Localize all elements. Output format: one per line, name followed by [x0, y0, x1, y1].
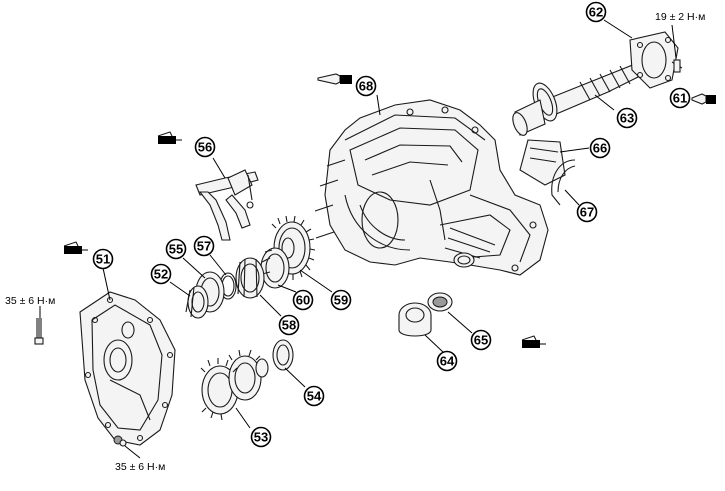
svg-text:57: 57 — [197, 239, 211, 254]
svg-text:53: 53 — [254, 430, 268, 445]
callout-58: 58 — [278, 314, 300, 336]
thrust-washer — [272, 339, 294, 371]
svg-text:68: 68 — [359, 79, 373, 94]
callout-66: 66 — [589, 137, 611, 159]
callout-61: 61 — [669, 87, 691, 109]
callout-68: 68 — [355, 75, 377, 97]
callout-53: 53 — [250, 426, 272, 448]
svg-text:67: 67 — [580, 205, 594, 220]
svg-text:52: 52 — [154, 267, 168, 282]
svg-text:60: 60 — [296, 293, 310, 308]
grease-gun-icon — [63, 241, 88, 254]
svg-text:51: 51 — [96, 252, 110, 267]
grease-gun-icon — [521, 335, 546, 348]
grease-gun-icon — [157, 131, 182, 144]
svg-text:58: 58 — [282, 318, 296, 333]
mounting-bolt-left — [34, 318, 44, 345]
callout-55: 55 — [165, 238, 187, 260]
front-housing-cover — [79, 291, 176, 446]
torque-label-bottom: 35 ± 6 Н·м — [115, 461, 165, 473]
svg-text:66: 66 — [593, 141, 607, 156]
torque-label-left: 35 ± 6 Н·м — [5, 295, 55, 307]
svg-text:61: 61 — [673, 91, 687, 106]
oil-seal — [427, 292, 453, 312]
mounting-bolt-bottom — [113, 435, 127, 447]
callout-59: 59 — [330, 289, 352, 311]
svg-text:54: 54 — [307, 389, 322, 404]
callout-54: 54 — [303, 385, 325, 407]
callout-60: 60 — [292, 289, 314, 311]
svg-text:65: 65 — [474, 333, 488, 348]
svg-text:55: 55 — [169, 242, 183, 257]
callout-67: 67 — [576, 201, 598, 223]
callout-57: 57 — [193, 235, 215, 257]
svg-text:63: 63 — [620, 111, 634, 126]
cover-plate — [519, 139, 566, 186]
retaining-clip — [551, 159, 576, 206]
callout-62: 62 — [585, 1, 607, 23]
torque-label-top-right: 19 ± 2 Н·м — [655, 11, 705, 23]
svg-text:62: 62 — [589, 5, 603, 20]
sealant-tube-icon — [317, 73, 352, 85]
needle-bearing — [185, 285, 209, 319]
transfer-case-housing — [314, 99, 549, 276]
callout-65: 65 — [470, 329, 492, 351]
shift-fork — [195, 169, 259, 241]
callout-51: 51 — [92, 248, 114, 270]
reduction-gear-cluster — [200, 349, 269, 421]
output-shaft — [512, 61, 649, 136]
callout-64: 64 — [436, 350, 458, 372]
svg-text:64: 64 — [440, 354, 455, 369]
synchronizer-sleeve — [260, 247, 290, 289]
synchronizer-hub — [235, 257, 265, 299]
sealant-tube-icon — [691, 93, 716, 105]
callout-56: 56 — [194, 136, 216, 158]
svg-text:59: 59 — [334, 293, 348, 308]
callout-63: 63 — [616, 107, 638, 129]
svg-text:56: 56 — [198, 140, 212, 155]
rear-flange-gasket — [629, 31, 683, 89]
output-bearing — [398, 302, 432, 337]
callout-52: 52 — [150, 263, 172, 285]
